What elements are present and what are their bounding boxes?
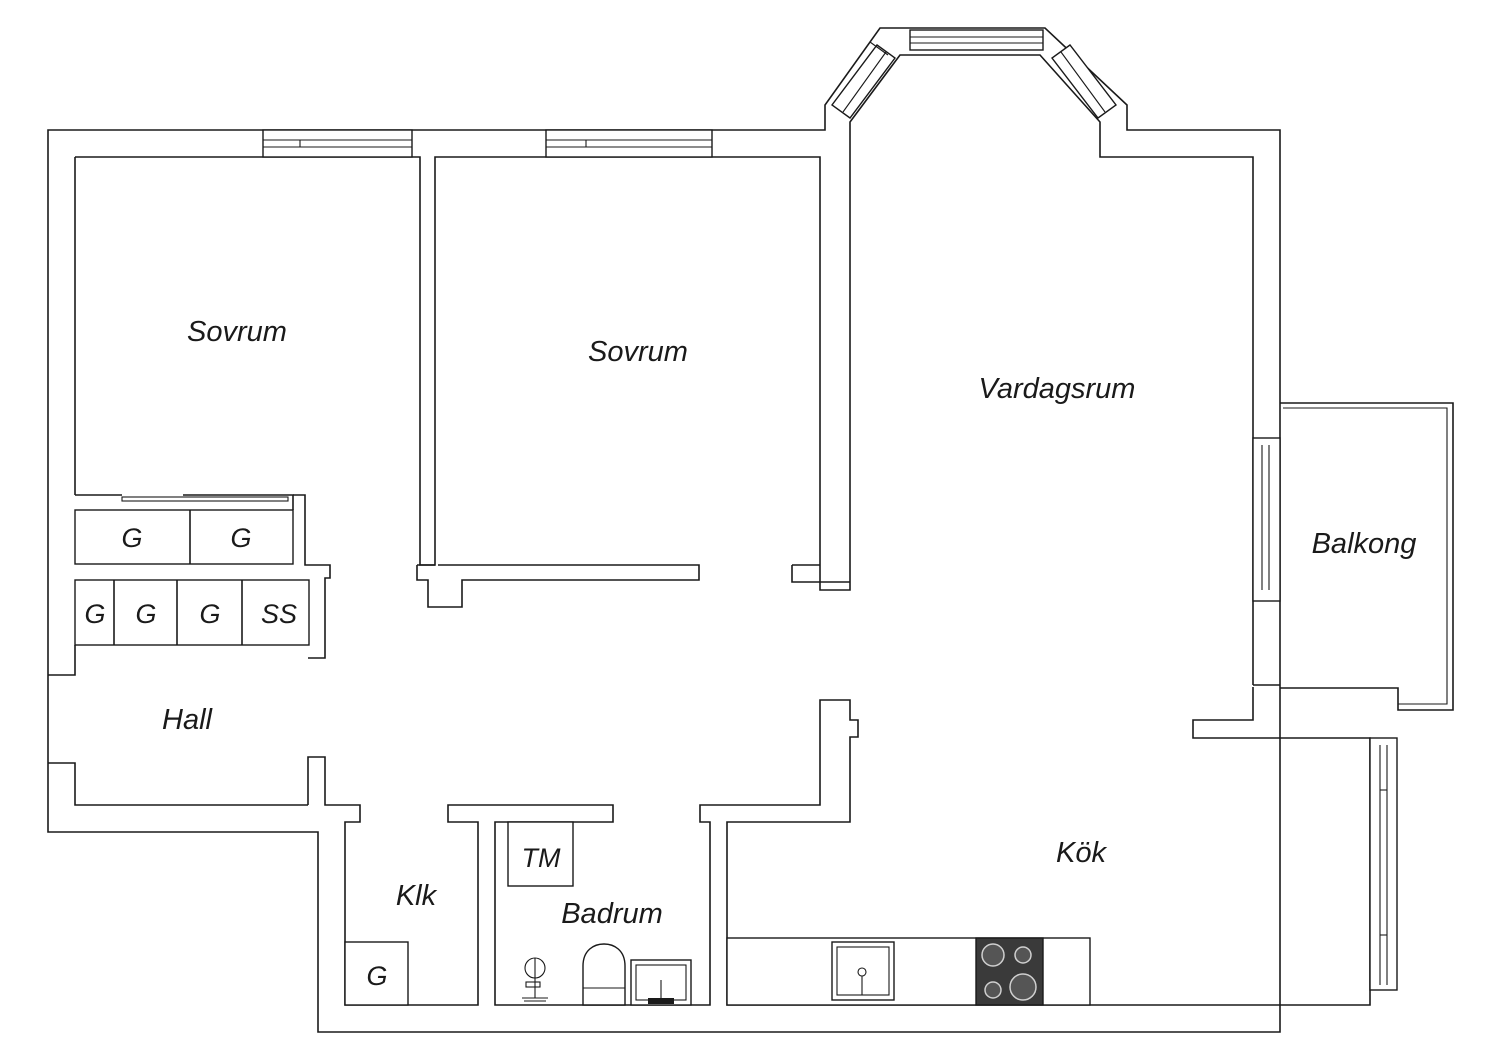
room-label-kok: Kök [1056,837,1107,869]
window-icon [262,129,413,158]
kitchen-sink-icon [831,941,895,1001]
bathroom-sink-icon [630,959,692,1006]
room-label-sovrum-left: Sovrum [187,316,287,348]
sliding-rail [121,496,289,502]
stove-icon [975,937,1044,1006]
window-icon [1252,437,1281,602]
closet-label: G [366,961,387,991]
window-icon [1051,44,1117,119]
windows [262,29,1398,991]
room-label-vardagsrum: Vardagsrum [979,373,1136,405]
closet-label: G [121,523,142,553]
window-icon [831,41,896,119]
room-label-hall: Hall [162,704,214,736]
closet-label: G [230,523,251,553]
closet-label: G [84,599,105,629]
toilet-icon [582,943,626,1006]
room-label-klk: Klk [396,880,438,912]
room-label-badrum: Badrum [561,898,663,930]
window-icon [1369,737,1398,991]
window-icon [909,29,1044,51]
closet-label: G [199,599,220,629]
room-label-balkong: Balkong [1312,528,1417,560]
shower-icon [522,957,548,1002]
tm-label: TM [522,843,561,873]
closet-label: G [135,599,156,629]
balcony [1280,402,1454,711]
window-icon [545,129,713,158]
interior-walls [75,494,1280,686]
room-label-sovrum-middle: Sovrum [588,336,688,368]
closet-label: SS [261,599,297,629]
closets [74,509,574,1006]
